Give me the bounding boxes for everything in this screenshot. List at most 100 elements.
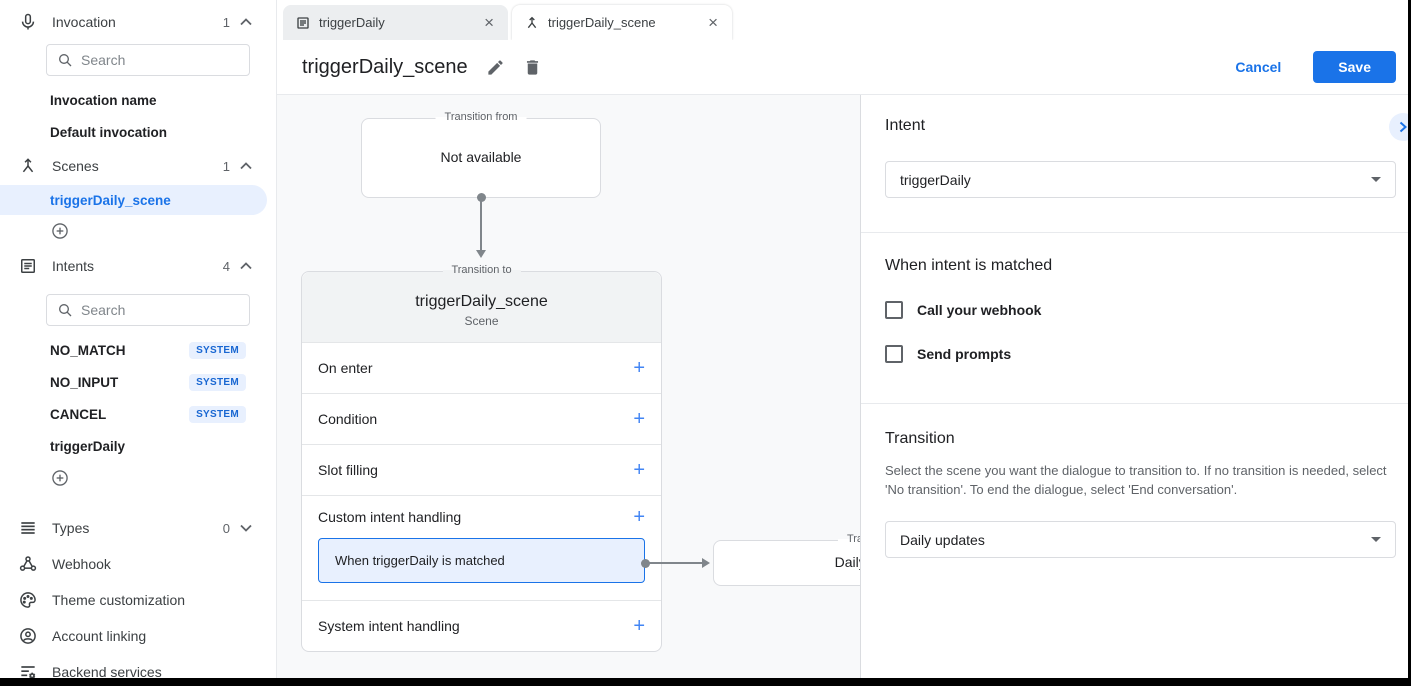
scene-row-condition[interactable]: Condition +	[302, 393, 661, 444]
section-label: Invocation	[52, 14, 116, 30]
collapse-panel-button[interactable]	[1389, 113, 1408, 141]
scene-row-slot-filling[interactable]: Slot filling +	[302, 444, 661, 495]
sidebar-item-default-invocation[interactable]: Default invocation	[50, 124, 168, 140]
sidebar-item-cancel[interactable]: CANCEL SYSTEM	[0, 398, 276, 430]
add-icon[interactable]: +	[633, 408, 645, 430]
add-scene-button[interactable]	[0, 215, 276, 247]
microphone-icon	[21, 13, 35, 30]
sidebar-item-no-match[interactable]: NO_MATCH SYSTEM	[0, 334, 276, 366]
add-intent-button[interactable]	[0, 462, 276, 494]
chevron-down-icon	[240, 524, 252, 532]
dropdown-caret-icon	[1371, 537, 1381, 542]
dropdown-caret-icon	[1371, 177, 1381, 182]
add-circle-icon	[52, 470, 68, 486]
sidebar-item-theme-customization[interactable]: Theme customization	[0, 582, 276, 618]
transition-to-legend: Transition to	[442, 264, 521, 276]
sidebar-item-webhook[interactable]: Webhook	[0, 546, 276, 582]
intent-icon	[21, 259, 35, 273]
intent-name: CANCEL	[50, 406, 107, 422]
chevron-up-icon	[240, 18, 252, 26]
section-count: 0	[222, 520, 230, 536]
add-icon[interactable]: +	[633, 506, 645, 528]
nav-label: Backend services	[52, 664, 162, 678]
add-icon[interactable]: +	[633, 357, 645, 379]
invocation-search[interactable]	[46, 44, 250, 76]
checkbox-unchecked[interactable]	[885, 345, 903, 363]
close-icon[interactable]: ×	[484, 12, 494, 32]
sidebar-item-no-input[interactable]: NO_INPUT SYSTEM	[0, 366, 276, 398]
arrowhead-right-icon	[702, 558, 710, 568]
pencil-icon	[488, 59, 503, 75]
next-scene-value: Daily updates	[834, 554, 860, 570]
sidebar-section-intents[interactable]: Intents 4	[0, 252, 276, 280]
intent-name: NO_MATCH	[50, 342, 126, 358]
sidebar-section-invocation[interactable]: Invocation 1	[0, 8, 276, 36]
transition-select[interactable]: Daily updates	[885, 521, 1396, 558]
sidebar-item-invocation-name[interactable]: Invocation name	[50, 92, 157, 108]
intent-name: NO_INPUT	[50, 374, 119, 390]
scene-canvas[interactable]: Transition from Not available Transition…	[277, 95, 860, 678]
intent-name: triggerDaily	[50, 438, 126, 454]
add-circle-icon	[52, 223, 68, 239]
sidebar-item-triggerdaily[interactable]: triggerDaily	[0, 430, 276, 462]
scene-icon	[527, 16, 537, 28]
system-badge: SYSTEM	[189, 341, 246, 359]
tab-triggerdaily[interactable]: triggerDaily ×	[283, 5, 508, 40]
transition-section: Transition Select the scene you want the…	[861, 404, 1408, 558]
custom-intent-handling-header[interactable]: Custom intent handling +	[302, 496, 661, 538]
tab-label: triggerDaily_scene	[548, 15, 656, 30]
scene-row-on-enter[interactable]: On enter +	[302, 342, 661, 393]
intent-select[interactable]: triggerDaily	[885, 161, 1396, 198]
intent-heading: Intent	[885, 117, 926, 134]
search-input[interactable]	[81, 52, 221, 68]
arrowhead-down-icon	[476, 250, 486, 258]
close-icon[interactable]: ×	[708, 12, 718, 32]
save-button[interactable]: Save	[1313, 51, 1396, 83]
row-label: On enter	[318, 360, 373, 376]
sidebar: Invocation 1 Invocation name Default inv…	[0, 0, 277, 678]
next-scene-box[interactable]: Transition to Daily updates	[713, 533, 860, 586]
intent-select-value: triggerDaily	[900, 171, 971, 188]
tab-label: triggerDaily	[319, 15, 385, 30]
cancel-button[interactable]: Cancel	[1235, 59, 1282, 75]
nav-label: Account linking	[52, 628, 147, 644]
edit-button[interactable]	[486, 58, 505, 77]
add-icon[interactable]: +	[633, 459, 645, 481]
connector-dot	[477, 193, 486, 202]
search-icon	[59, 54, 72, 67]
content-header: triggerDaily_scene Cancel Save	[277, 40, 1408, 95]
search-input[interactable]	[81, 302, 221, 318]
call-webhook-checkbox-row[interactable]: Call your webhook	[885, 301, 1396, 319]
sidebar-item-triggerdaily-scene[interactable]: triggerDaily_scene	[0, 185, 267, 215]
sidebar-section-scenes[interactable]: Scenes 1	[0, 152, 276, 180]
row-label: Slot filling	[318, 462, 378, 478]
intents-search[interactable]	[46, 294, 250, 326]
add-icon[interactable]: +	[633, 615, 645, 637]
sidebar-item-backend-services[interactable]: Backend services	[0, 654, 276, 678]
transition-from-value: Not available	[440, 149, 522, 165]
delete-button[interactable]	[523, 58, 542, 77]
webhook-icon	[19, 556, 37, 571]
page-title: triggerDaily_scene	[302, 55, 468, 78]
row-label: Condition	[318, 411, 378, 427]
next-scene-legend: Transition to	[837, 533, 860, 545]
scene-icon	[22, 158, 34, 173]
transition-from-box: Transition from Not available	[361, 111, 601, 198]
intent-detail-panel: Intent triggerDaily When intent is match…	[860, 95, 1408, 678]
tab-triggerdaily-scene[interactable]: triggerDaily_scene ×	[512, 5, 732, 40]
sidebar-section-types[interactable]: Types 0	[0, 510, 276, 546]
row-label: System intent handling	[318, 618, 460, 634]
checkbox-unchecked[interactable]	[885, 301, 903, 319]
connector-line-vertical	[480, 200, 482, 250]
send-prompts-checkbox-row[interactable]: Send prompts	[885, 345, 1396, 363]
scene-box-title: triggerDaily_scene	[415, 293, 548, 310]
scene-row-system-intent-handling[interactable]: System intent handling +	[302, 600, 661, 651]
section-count: 1	[222, 14, 230, 30]
sidebar-item-account-linking[interactable]: Account linking	[0, 618, 276, 654]
chevron-up-icon	[240, 162, 252, 170]
intent-handler-selected[interactable]: When triggerDaily is matched	[318, 538, 645, 583]
chevron-right-icon	[1399, 121, 1407, 133]
connector-line-horizontal	[648, 562, 702, 564]
intent-section: Intent triggerDaily	[861, 95, 1408, 233]
